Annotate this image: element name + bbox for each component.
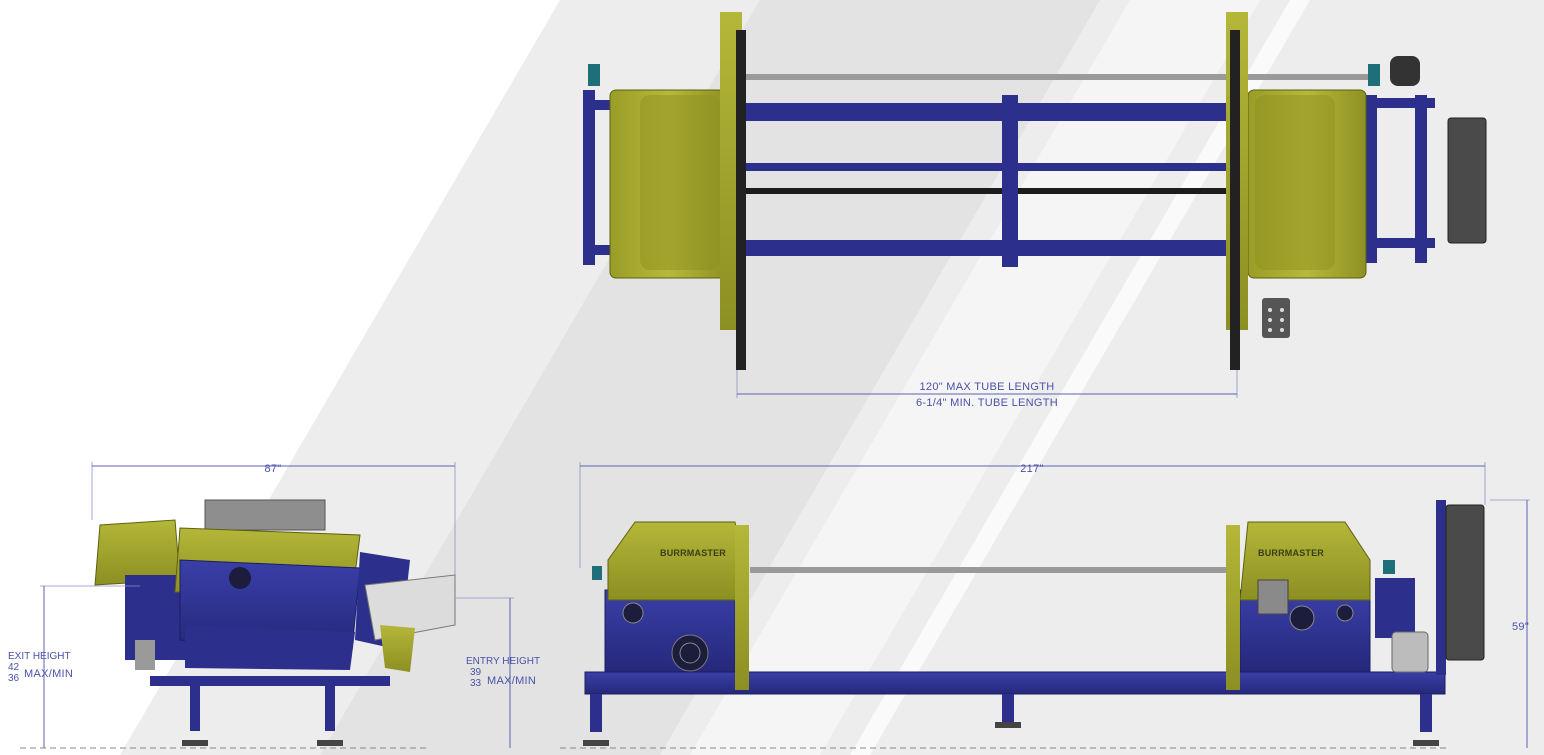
tube-length-min-label: 6-1/4" MIN. TUBE LENGTH xyxy=(916,397,1058,409)
exit-height-max: 42 xyxy=(8,662,20,673)
tube-length-max-label: 120" MAX TUBE LENGTH xyxy=(919,381,1054,393)
entry-height-min: 33 xyxy=(470,678,482,689)
side-view-length-label: 217" xyxy=(1020,463,1043,475)
exit-height-suffix: MAX/MIN xyxy=(24,668,73,680)
entry-height-suffix: MAX/MIN xyxy=(487,675,536,687)
entry-height-label: ENTRY HEIGHT xyxy=(466,656,540,667)
exit-height-min: 36 xyxy=(8,673,20,684)
brand-right: BURRMASTER xyxy=(1258,548,1324,558)
entry-height-max: 39 xyxy=(470,667,482,678)
end-view: 87" EXIT HEIGHT 42 36 MAX/MIN ENTRY HEIG… xyxy=(8,462,540,749)
exit-height-label: EXIT HEIGHT xyxy=(8,651,71,662)
brand-left: BURRMASTER xyxy=(660,548,726,558)
side-view: 217" 59" BURRMASTER BURRMASTER xyxy=(560,462,1530,749)
side-view-height-label: 59" xyxy=(1512,621,1529,633)
top-view: 120" MAX TUBE LENGTH 6-1/4" MIN. TUBE LE… xyxy=(583,12,1487,409)
end-view-width-label: 87" xyxy=(264,463,281,475)
